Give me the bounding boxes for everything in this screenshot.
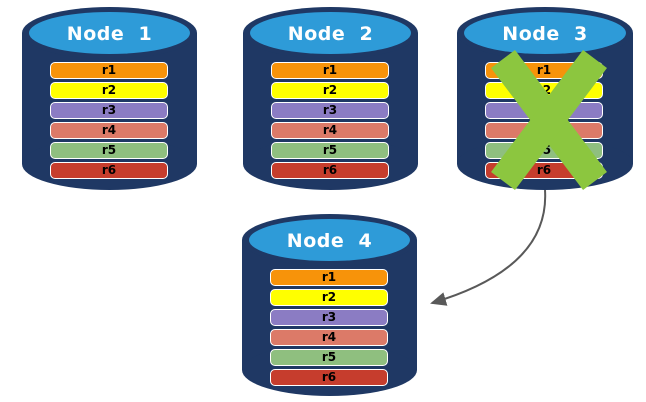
replica-row-r3: r3 [270, 309, 388, 326]
node-title: Node 2 [287, 23, 374, 45]
node-cylinder-1: Node 1 r1 r2 r3 r4 r5 r6 [22, 7, 197, 190]
replica-row-r1: r1 [50, 62, 168, 79]
replica-row-r1: r1 [270, 269, 388, 286]
replica-row-r2: r2 [50, 82, 168, 99]
node-title: Node 3 [502, 23, 588, 45]
replica-row-r4: r4 [271, 122, 389, 139]
replica-row-r6: r6 [50, 162, 168, 179]
cylinder-top [457, 7, 633, 59]
node-cylinder-4: Node 4 r1 r2 r3 r4 r5 r6 [242, 214, 417, 396]
replica-row-r3: r3 [271, 102, 389, 119]
replica-list: r1 r2 r3 r4 r5 r6 [270, 269, 388, 386]
cylinder-top-face [29, 12, 190, 54]
cylinder-top-face [464, 12, 626, 54]
replica-row-r4: r4 [270, 329, 388, 346]
replica-row-r3: r3 [50, 102, 168, 119]
cylinder-top [242, 214, 417, 266]
failure-x-icon [491, 49, 607, 191]
replica-row-r4: r4 [50, 122, 168, 139]
cylinder-top-face [249, 219, 410, 261]
replica-row-r2: r2 [271, 82, 389, 99]
node-title: Node 4 [286, 230, 373, 252]
cylinder-top [22, 7, 197, 59]
replica-row-r5: r5 [270, 349, 388, 366]
replica-row-r1: r1 [271, 62, 389, 79]
replica-list: r1 r2 r3 r4 r5 r6 [50, 62, 168, 179]
node-cylinder-2: Node 2 r1 r2 r3 r4 r5 r6 [243, 7, 418, 190]
replica-list: r1 r2 r3 r4 r5 r6 [271, 62, 389, 179]
cylinder-top-face [250, 12, 411, 54]
replica-row-r6: r6 [270, 369, 388, 386]
node-cylinder-3: Node 3 r1 r2 r3 r4 r5 r6 [457, 7, 633, 191]
cylinder-top [243, 7, 418, 59]
replica-row-r2: r2 [270, 289, 388, 306]
replica-row-r5: r5 [50, 142, 168, 159]
replica-row-r5: r5 [271, 142, 389, 159]
node-title: Node 1 [66, 23, 153, 45]
replica-row-r6: r6 [271, 162, 389, 179]
